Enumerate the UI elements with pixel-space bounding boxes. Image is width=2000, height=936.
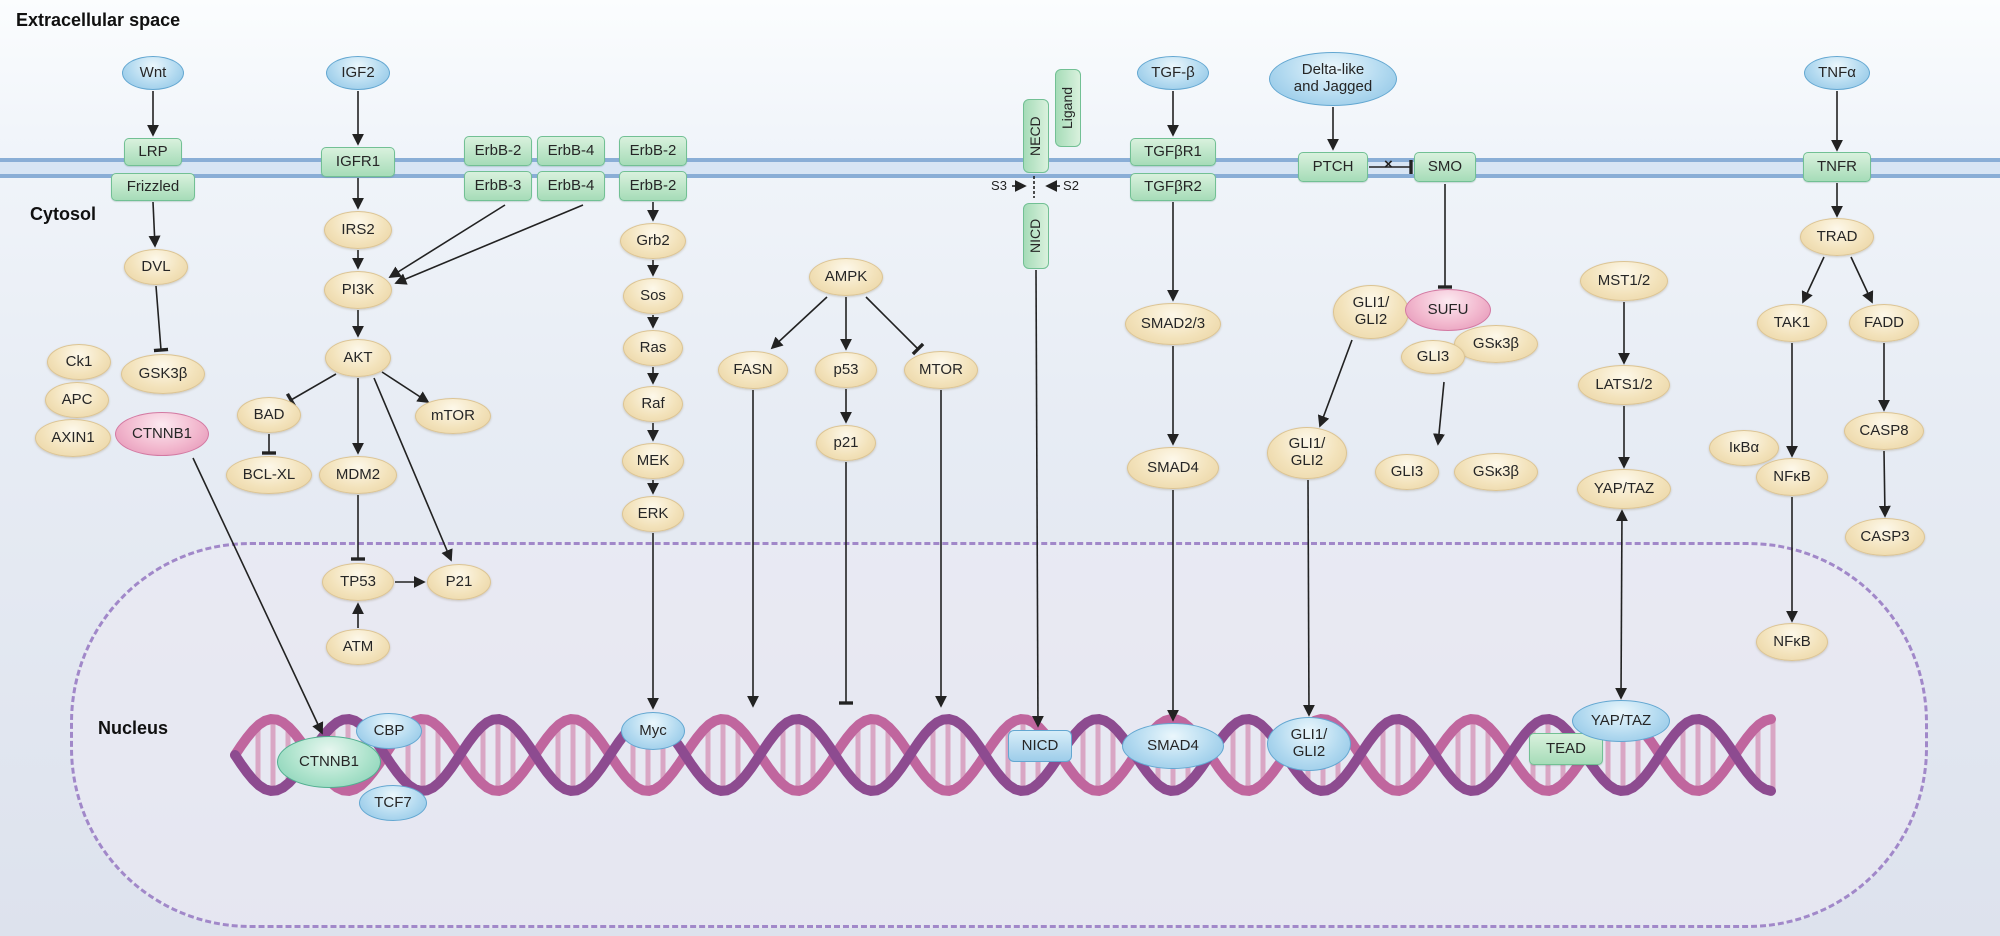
- node-gsk3b: GSK3β: [121, 354, 205, 394]
- node-necd: NECD: [1023, 99, 1049, 173]
- node-lrp: LRP: [124, 138, 182, 166]
- node-gsk3b-hh-complex: GSκ3β: [1454, 325, 1538, 363]
- node-bclxl: BCL-XL: [226, 456, 312, 494]
- inhibition-cross-icon: ×: [1384, 156, 1393, 173]
- node-nicd-membrane: NICD: [1023, 203, 1049, 269]
- node-axin1: AXIN1: [35, 419, 111, 457]
- connectors: [147, 91, 1891, 735]
- node-tnfa: TNFα: [1804, 56, 1870, 90]
- node-ck1: Ck1: [47, 344, 111, 380]
- node-apc: APC: [45, 382, 109, 418]
- node-yaptaz-cytosol: YAP/TAZ: [1577, 469, 1671, 509]
- node-bad: BAD: [237, 397, 301, 433]
- node-raf: Raf: [623, 386, 683, 422]
- node-tgfbr1: TGFβR1: [1130, 138, 1216, 166]
- node-tgfbr2: TGFβR2: [1130, 173, 1216, 201]
- node-notch-ligand: Ligand: [1055, 69, 1081, 147]
- node-gli12-cytosol: GLI1/ GLI2: [1267, 427, 1347, 479]
- node-tak1: TAK1: [1757, 304, 1827, 342]
- node-ctnnb1-cytosol: CTNNB1: [115, 412, 209, 456]
- node-casp3: CASP3: [1845, 518, 1925, 556]
- node-igf2: IGF2: [326, 56, 390, 90]
- node-pi3k: PI3K: [324, 271, 392, 309]
- node-p21-upper: P21: [427, 564, 491, 600]
- node-p21-lower: p21: [816, 425, 876, 461]
- node-casp8: CASP8: [1844, 412, 1924, 450]
- node-wnt: Wnt: [122, 56, 184, 90]
- node-ikba: IκBα: [1709, 430, 1779, 466]
- node-akt: AKT: [325, 339, 391, 377]
- node-lats12: LATS1/2: [1578, 365, 1670, 405]
- node-atm: ATM: [326, 629, 390, 665]
- node-mst12: MST1/2: [1580, 261, 1668, 301]
- node-yaptaz-nucleus: YAP/TAZ: [1572, 700, 1670, 742]
- node-erbb2-1: ErbB-2: [464, 136, 532, 166]
- node-tcf7: TCF7: [359, 785, 427, 821]
- node-gli12-nucleus: GLI1/ GLI2: [1267, 717, 1351, 771]
- node-gli12-complex: GLI1/ GLI2: [1333, 285, 1409, 339]
- node-tp53: TP53: [322, 563, 394, 601]
- node-p53-lower: p53: [815, 352, 877, 388]
- node-tead: TEAD: [1529, 733, 1603, 765]
- node-delta-jagged: Delta-like and Jagged: [1269, 52, 1397, 106]
- node-gli3-complex: GLI3: [1401, 340, 1465, 374]
- node-nfkb-nucleus: NFκB: [1756, 623, 1828, 661]
- node-trad: TRAD: [1800, 218, 1874, 256]
- node-sufu: SUFU: [1405, 289, 1491, 331]
- extracellular-label: Extracellular space: [16, 10, 181, 30]
- node-gli3-cytosol: GLI3: [1375, 454, 1439, 490]
- node-gsk3b-hh-cytosol: GSκ3β: [1454, 453, 1538, 491]
- node-smad4-nucleus: SMAD4: [1122, 723, 1224, 769]
- node-irs2: IRS2: [324, 211, 392, 249]
- node-dvl: DVL: [124, 249, 188, 285]
- node-igfr1: IGFR1: [321, 147, 395, 177]
- nucleus-label: Nucleus: [98, 718, 169, 738]
- node-smad23: SMAD2/3: [1125, 303, 1221, 345]
- node-erk: ERK: [622, 496, 684, 532]
- node-erbb2-3: ErbB-2: [619, 171, 687, 201]
- node-cbp: CBP: [356, 713, 422, 749]
- node-erbb2-2: ErbB-2: [619, 136, 687, 166]
- node-nfkb-cytosol: NFκB: [1756, 458, 1828, 496]
- node-fadd: FADD: [1849, 304, 1919, 342]
- node-erbb4-2: ErbB-4: [537, 171, 605, 201]
- node-grb2: Grb2: [620, 223, 686, 259]
- node-nicd-nucleus: NICD: [1008, 730, 1072, 762]
- node-frizzled: Frizzled: [111, 173, 195, 201]
- node-mtor-cytosol: mTOR: [415, 398, 491, 434]
- node-ptch: PTCH: [1298, 152, 1368, 182]
- node-erbb3: ErbB-3: [464, 171, 532, 201]
- node-tnfr: TNFR: [1803, 152, 1871, 182]
- node-sos: Sos: [623, 278, 683, 314]
- node-tgfb: TGF-β: [1137, 56, 1209, 90]
- node-ctnnb1-nucleus: CTNNB1: [277, 736, 381, 788]
- s3-cleavage-label: S3: [991, 178, 1007, 193]
- s2-cleavage-label: S2: [1063, 178, 1079, 193]
- node-ampk: AMPK: [809, 258, 883, 296]
- node-mdm2: MDM2: [319, 456, 397, 494]
- node-smo: SMO: [1414, 152, 1476, 182]
- node-fasn: FASN: [718, 351, 788, 389]
- node-mtor-ampk: MTOR: [904, 351, 978, 389]
- cytosol-label: Cytosol: [30, 204, 97, 224]
- node-smad4-cytosol: SMAD4: [1127, 447, 1219, 489]
- dna-helix: [230, 714, 1776, 796]
- node-ras: Ras: [623, 330, 683, 366]
- node-mek: MEK: [622, 443, 684, 479]
- node-erbb4-1: ErbB-4: [537, 136, 605, 166]
- node-myc: Myc: [621, 712, 685, 750]
